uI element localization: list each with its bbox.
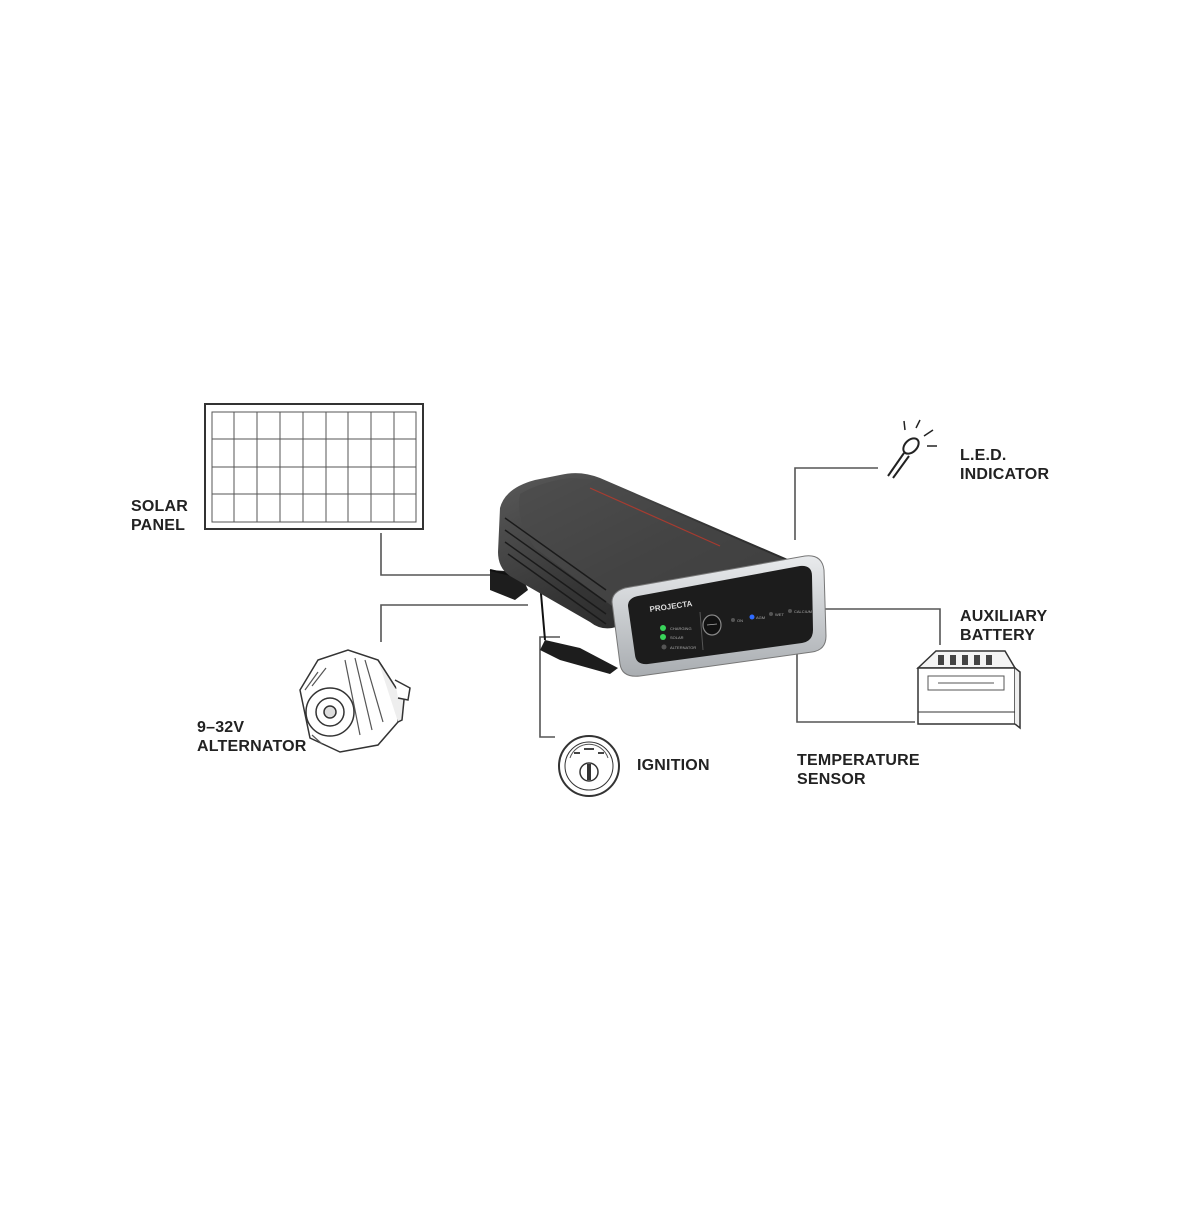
device-mode-button: [702, 614, 722, 636]
led-alternator-dot: [661, 644, 667, 650]
label-auxiliary-battery-line-2: BATTERY: [960, 627, 1036, 644]
led-label-solar: SOLAR: [670, 635, 684, 640]
alternator-connection-line: [380, 604, 528, 642]
charger-device: PROJECTA CHARGING SOLAR ALTERNATOR ON AG…: [489, 473, 827, 677]
label-temperature-sensor-line-1: TEMPERATURE: [797, 752, 920, 769]
label-solar-panel-line-1: SOLAR: [131, 498, 188, 515]
label-alternator-line-1: 9–32V: [197, 719, 245, 736]
status-label-on: ON: [737, 618, 743, 623]
label-ignition-line-1: IGNITION: [637, 757, 710, 774]
solar-connection-line: [380, 533, 492, 576]
ignition-icon: [558, 735, 620, 797]
label-solar-panel: SOLAR PANEL: [131, 497, 188, 535]
led-charging-dot: [660, 625, 666, 631]
status-label-calcium: CALCIUM: [794, 609, 812, 614]
label-led-indicator: L.E.D. INDICATOR: [960, 446, 1049, 484]
label-temperature-sensor: TEMPERATURE SENSOR: [797, 751, 920, 789]
led-solar-dot: [660, 634, 666, 640]
connection-lines: [380, 467, 941, 738]
status-label-agm: AGM: [756, 615, 765, 620]
label-solar-panel-line-2: PANEL: [131, 517, 186, 534]
led-indicator-icon: [887, 419, 937, 479]
label-temperature-sensor-line-2: SENSOR: [797, 771, 866, 788]
label-auxiliary-battery-line-1: AUXILIARY: [960, 608, 1048, 625]
solar-panel-icon: [204, 403, 424, 530]
label-alternator: 9–32V ALTERNATOR: [197, 718, 307, 756]
label-auxiliary-battery: AUXILIARY BATTERY: [960, 607, 1047, 645]
battery-connection-line: [822, 608, 941, 645]
status-agm-dot: [749, 614, 755, 620]
ignition-connection-line: [539, 636, 560, 738]
led-label-charging: CHARGING: [670, 626, 692, 631]
alternator-icon: [299, 649, 411, 753]
label-alternator-line-2: ALTERNATOR: [197, 738, 307, 755]
label-ignition: IGNITION: [637, 756, 710, 775]
led-connection-line: [794, 467, 878, 540]
label-led-indicator-line-1: L.E.D.: [960, 447, 1007, 464]
led-label-alternator: ALTERNATOR: [670, 645, 696, 650]
status-on-dot: [731, 618, 735, 622]
status-label-wet: WET: [775, 612, 784, 617]
auxiliary-battery-icon: [916, 650, 1021, 730]
label-led-indicator-line-2: INDICATOR: [960, 466, 1050, 483]
status-wet-dot: [769, 612, 773, 616]
status-calcium-dot: [788, 609, 792, 613]
temperature-connection-line: [796, 650, 915, 723]
